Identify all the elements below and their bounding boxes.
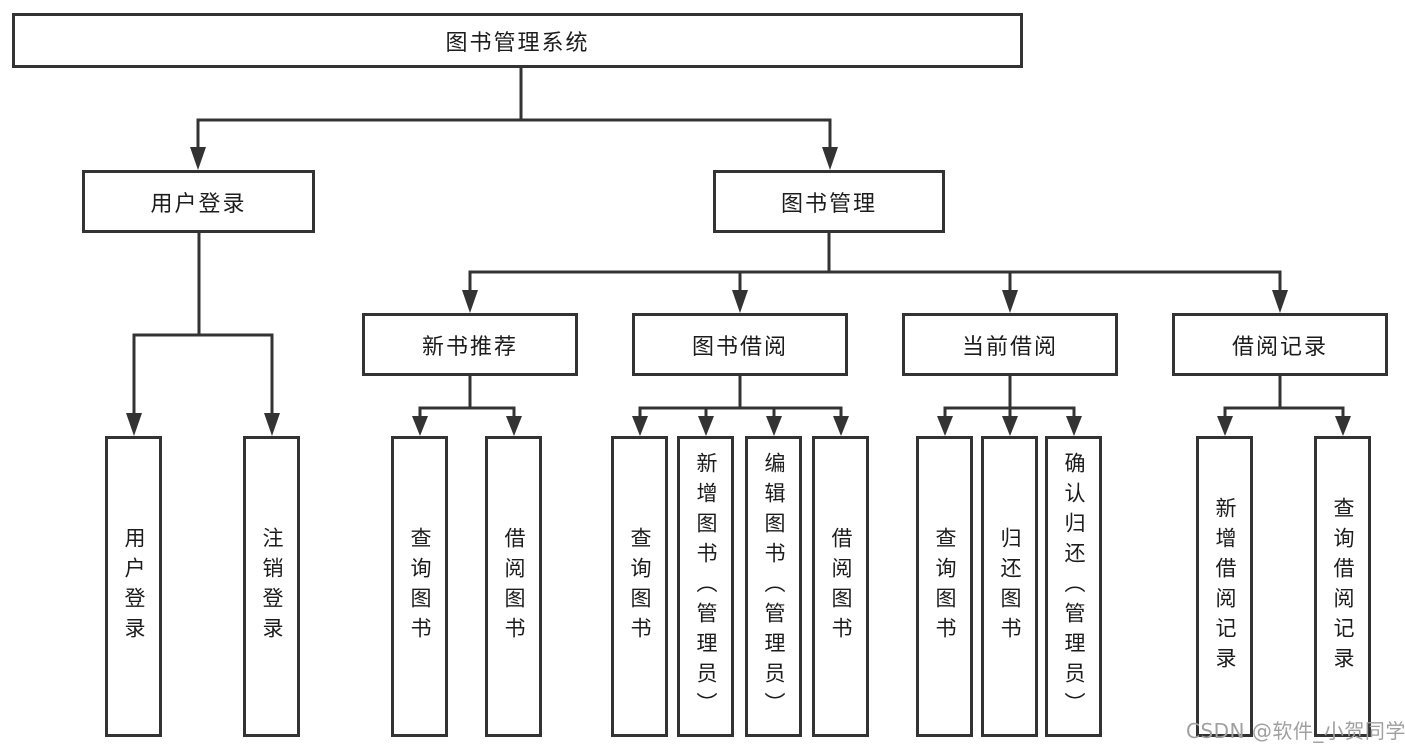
node-leaf-add-borrow-record-label: 新增借阅记录 (1213, 496, 1237, 677)
node-leaf-user-login-label: 用户登录 (122, 526, 146, 647)
connector-book-borrow-to-leaves (632, 376, 849, 436)
node-leaf-query-borrow-record: 查询借阅记录 (1314, 436, 1371, 737)
node-leaf-user-login: 用户登录 (105, 436, 162, 737)
node-root-label: 图书管理系统 (445, 30, 590, 56)
node-current-borrow-label: 当前借阅 (961, 334, 1058, 360)
connector-book-mgmt-to-level3 (462, 233, 1288, 313)
node-leaf-borrow-books-rec: 借阅图书 (485, 436, 542, 737)
node-borrow-records-label: 借阅记录 (1231, 334, 1328, 360)
node-leaf-add-books-admin: 新增图书（管理员） (677, 436, 734, 737)
node-leaf-borrow-books-label: 借阅图书 (829, 526, 853, 647)
node-leaf-confirm-return-admin-label: 确认归还（管理员） (1062, 451, 1086, 722)
csdn-watermark: CSDN @软件_小贺同学 (1186, 719, 1405, 743)
node-current-borrow: 当前借阅 (902, 313, 1118, 376)
node-leaf-return-books: 归还图书 (981, 436, 1038, 737)
node-leaf-query-books-rec-label: 查询图书 (408, 526, 432, 647)
node-new-book-rec: 新书推荐 (362, 313, 578, 376)
node-leaf-return-books-label: 归还图书 (998, 526, 1022, 647)
node-leaf-query-books-borrow-label: 查询图书 (628, 526, 652, 647)
node-book-borrow-label: 图书借阅 (691, 334, 788, 360)
node-leaf-query-books-borrow: 查询图书 (611, 436, 668, 737)
connector-current-borrow-to-leaves (937, 376, 1082, 436)
node-book-mgmt: 图书管理 (713, 170, 945, 233)
node-leaf-add-borrow-record: 新增借阅记录 (1196, 436, 1253, 737)
connector-user-login-to-leaves (126, 233, 280, 436)
node-leaf-query-books-current: 查询图书 (916, 436, 973, 737)
connector-borrow-records-to-leaves (1217, 376, 1351, 436)
node-leaf-add-books-admin-label: 新增图书（管理员） (694, 451, 718, 722)
node-user-login-label: 用户登录 (150, 191, 247, 217)
connector-new-book-rec-to-leaves (412, 376, 522, 436)
node-book-borrow: 图书借阅 (632, 313, 848, 376)
node-leaf-query-borrow-record-label: 查询借阅记录 (1331, 496, 1355, 677)
node-root: 图书管理系统 (12, 13, 1023, 68)
node-user-login: 用户登录 (82, 170, 315, 233)
node-leaf-query-books-rec: 查询图书 (391, 436, 448, 737)
node-leaf-logout-label: 注销登录 (260, 526, 284, 647)
node-borrow-records: 借阅记录 (1172, 313, 1388, 376)
node-leaf-borrow-books: 借阅图书 (812, 436, 869, 737)
node-leaf-borrow-books-rec-label: 借阅图书 (502, 526, 526, 647)
node-book-mgmt-label: 图书管理 (780, 191, 877, 217)
node-leaf-logout: 注销登录 (243, 436, 300, 737)
node-leaf-edit-books-admin-label: 编辑图书（管理员） (762, 451, 786, 722)
node-leaf-query-books-current-label: 查询图书 (933, 526, 957, 647)
node-leaf-edit-books-admin: 编辑图书（管理员） (745, 436, 802, 737)
node-new-book-rec-label: 新书推荐 (421, 334, 518, 360)
connector-root-to-level2 (190, 68, 838, 170)
node-leaf-confirm-return-admin: 确认归还（管理员） (1045, 436, 1102, 737)
